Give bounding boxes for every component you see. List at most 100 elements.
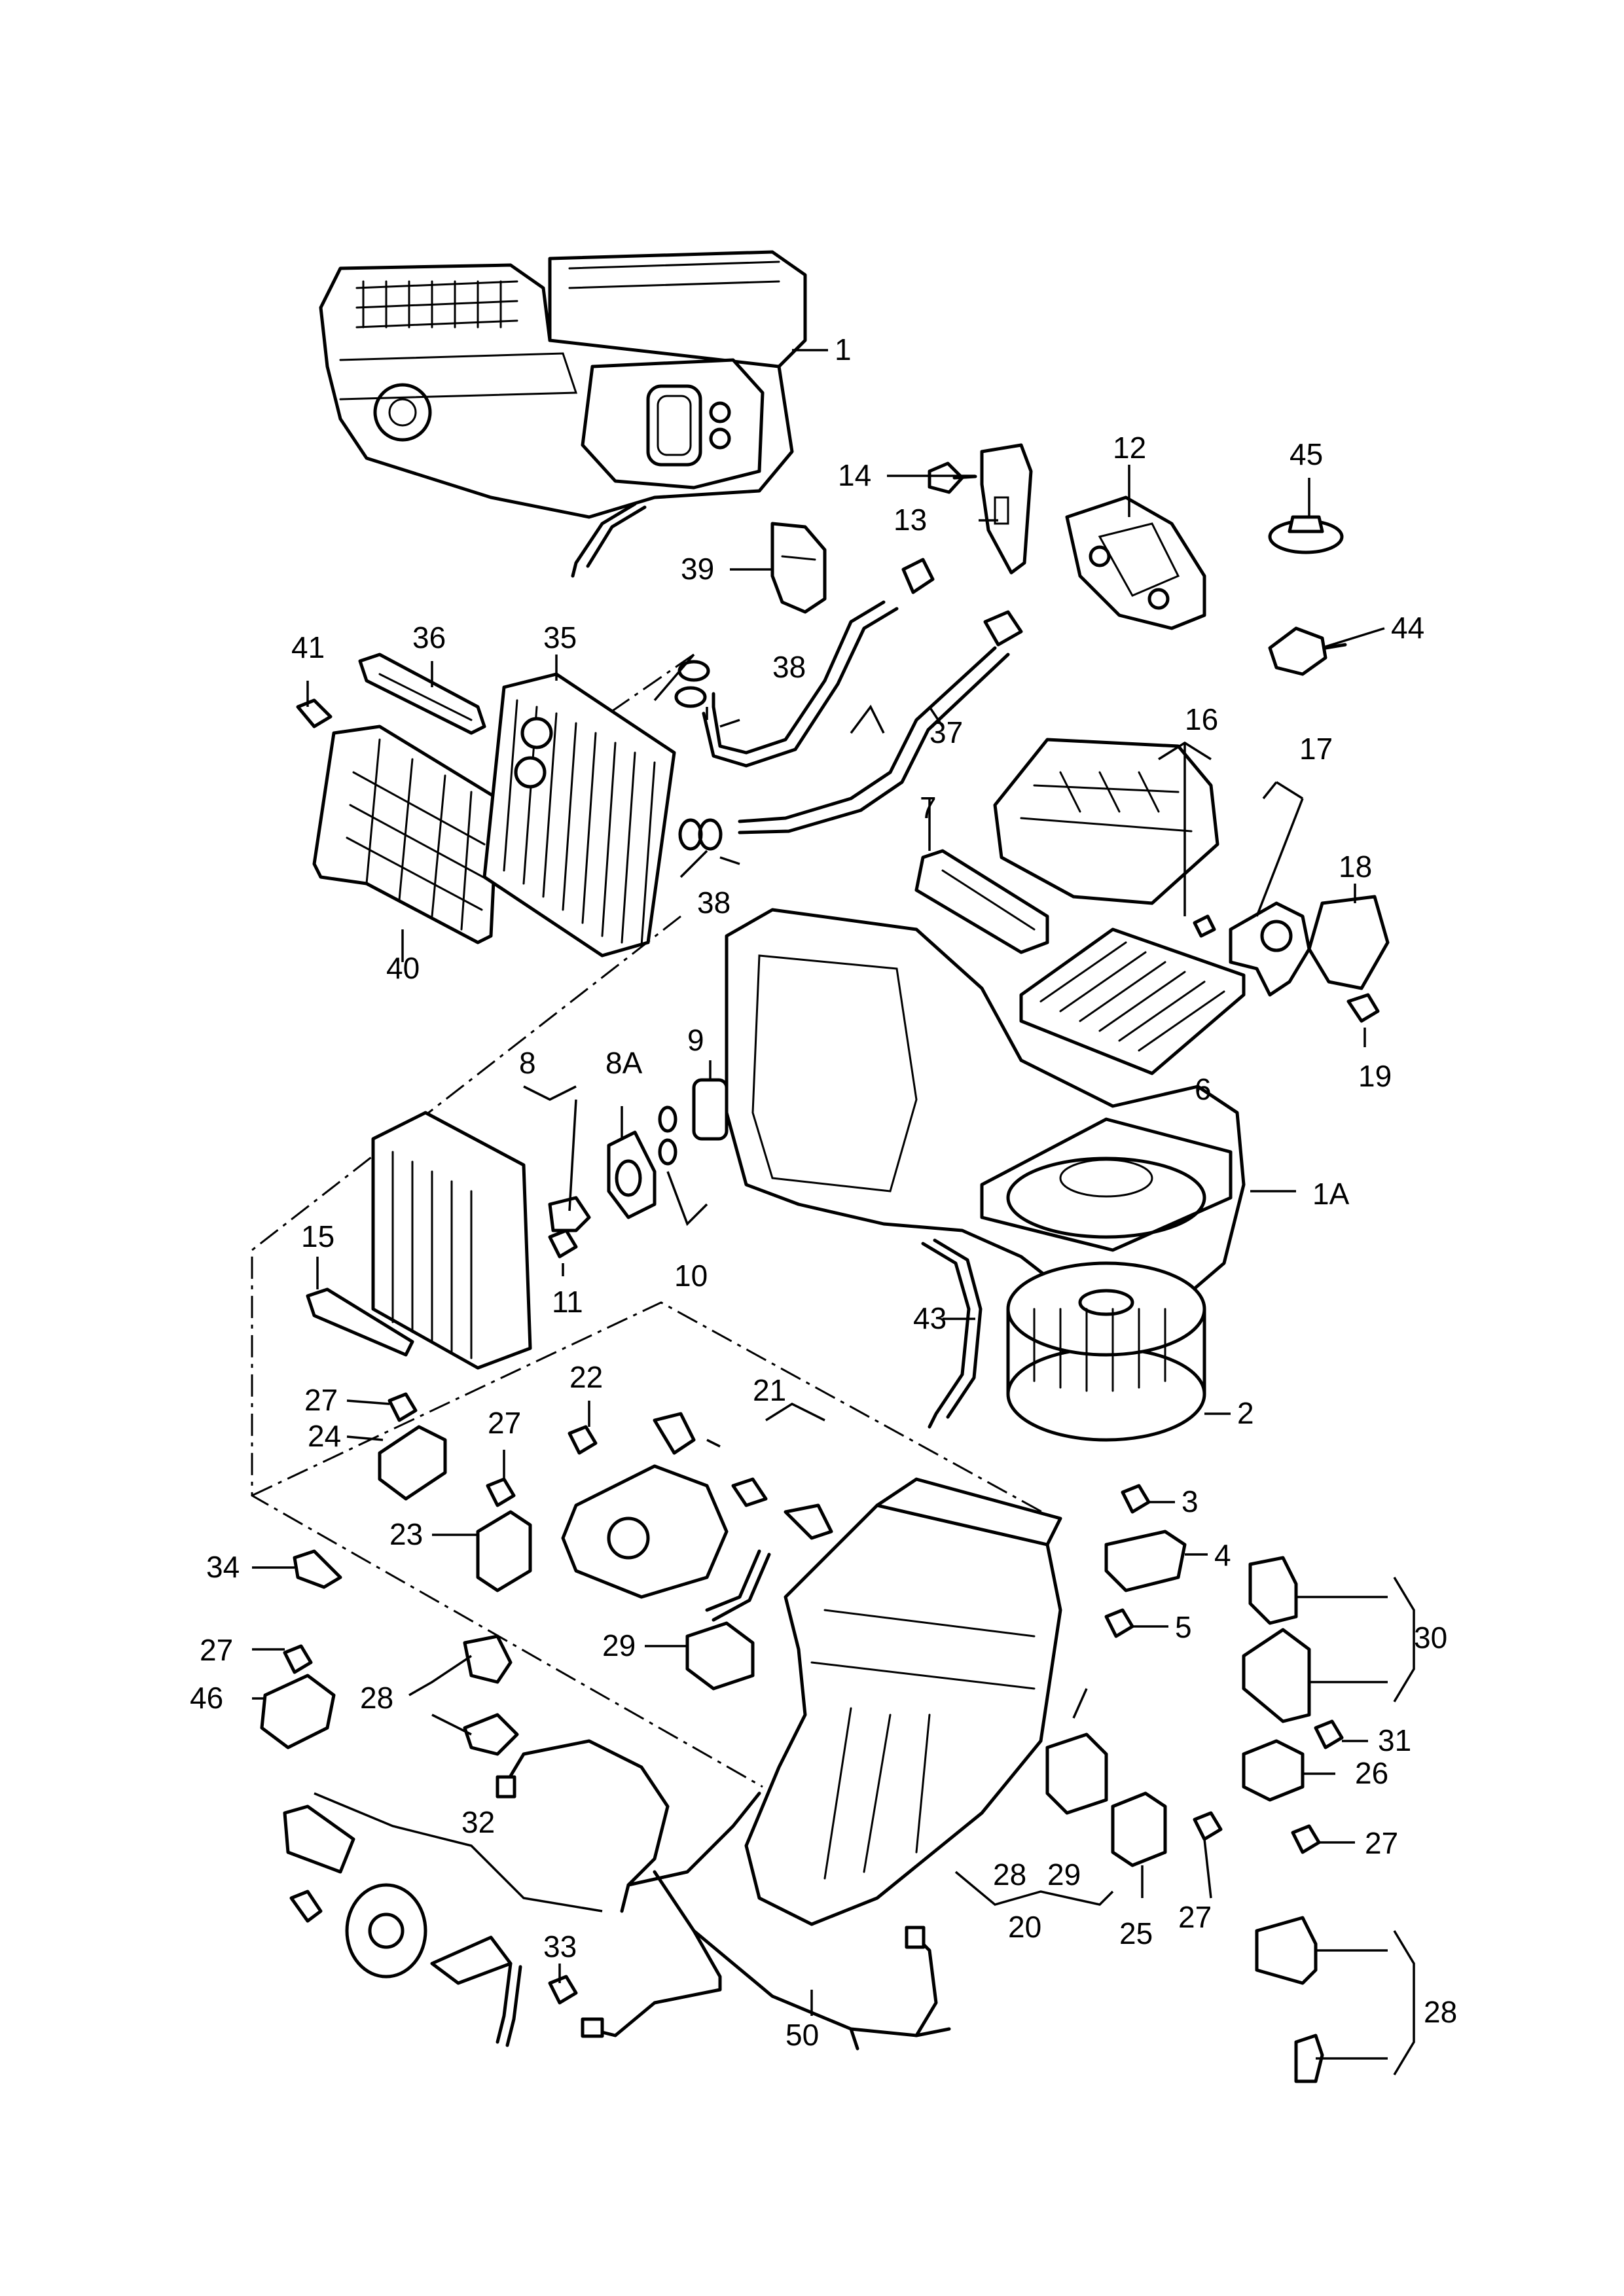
callout-25: 25 xyxy=(1119,1916,1153,1950)
callout-22: 22 xyxy=(569,1360,603,1394)
callout-11: 11 xyxy=(552,1285,583,1319)
part-26-actuator xyxy=(1242,1739,1305,1802)
callout-40: 40 xyxy=(386,951,420,985)
callout-29-a: 29 xyxy=(602,1628,636,1662)
part-27-screws xyxy=(283,1392,1321,1854)
part-5-screw xyxy=(1104,1608,1134,1638)
callout-7: 7 xyxy=(920,791,937,825)
part-32-flap-parts xyxy=(283,1804,522,2047)
part-50-wiring-harness xyxy=(496,1739,951,2051)
part-24-actuator xyxy=(378,1425,447,1501)
callout-5: 5 xyxy=(1175,1610,1192,1644)
part-44-clip xyxy=(1268,626,1347,676)
callout-44: 44 xyxy=(1391,611,1424,645)
part-19-screw xyxy=(1346,993,1380,1023)
part-45-nut xyxy=(1268,515,1344,554)
callout-labels: 1 1A 2 3 4 5 6 7 8 8A 9 10 11 12 13 14 1… xyxy=(190,332,1457,2052)
callout-27-b: 27 xyxy=(488,1406,521,1440)
part-22-screw xyxy=(568,1425,598,1455)
callout-46: 46 xyxy=(190,1681,223,1715)
part-14-screw xyxy=(928,461,977,494)
callout-38-b: 38 xyxy=(697,886,731,920)
part-33-screw xyxy=(548,1975,578,2005)
callout-33: 33 xyxy=(543,1929,577,1964)
callout-29-b: 29 xyxy=(1047,1857,1081,1892)
part-3-screw xyxy=(1121,1484,1151,1514)
callout-9: 9 xyxy=(687,1023,704,1057)
part-21-actuator-assembly xyxy=(561,1412,833,1622)
callout-28-left: 28 xyxy=(360,1681,393,1715)
callout-50: 50 xyxy=(785,2018,819,2052)
part-2-blower-motor xyxy=(1006,1261,1206,1442)
callout-8: 8 xyxy=(519,1046,536,1080)
part-6-dust-filter xyxy=(1019,927,1246,1075)
callout-16: 16 xyxy=(1185,702,1218,736)
part-43-drain-hose xyxy=(921,1238,983,1429)
part-35-evaporator xyxy=(482,672,676,958)
part-34-clip xyxy=(293,1549,342,1589)
part-40-frame xyxy=(312,725,499,944)
callout-27-a: 27 xyxy=(304,1383,338,1417)
part-17-actuator-bracket xyxy=(1193,901,1311,997)
callout-32: 32 xyxy=(461,1805,495,1839)
part-29-actuator xyxy=(685,1621,1108,1815)
part-46-actuator xyxy=(260,1674,336,1749)
part-39-sensor xyxy=(770,522,827,614)
part-8A-seal xyxy=(607,1130,657,1219)
part-28-gears-right xyxy=(1255,1916,1324,2083)
callout-27-d: 27 xyxy=(1365,1826,1398,1860)
part-41-screw xyxy=(296,698,333,728)
callout-27-e: 27 xyxy=(1178,1900,1212,1934)
part-11-screw xyxy=(548,1229,578,1259)
callout-21: 21 xyxy=(753,1373,786,1407)
part-10-o-rings xyxy=(658,1105,677,1166)
callout-18: 18 xyxy=(1339,850,1372,884)
part-20-heater-case xyxy=(744,1477,1062,1926)
callout-20: 20 xyxy=(1008,1910,1041,1944)
callout-43: 43 xyxy=(913,1301,947,1335)
part-25-actuator xyxy=(1111,1791,1167,1867)
callout-28-right: 28 xyxy=(1424,1995,1457,2029)
callout-36: 36 xyxy=(412,620,446,655)
callout-4: 4 xyxy=(1214,1538,1231,1572)
callout-26: 26 xyxy=(1355,1756,1388,1790)
callout-41: 41 xyxy=(291,630,325,664)
callout-6: 6 xyxy=(1195,1072,1212,1106)
part-38-pipes xyxy=(674,558,1023,851)
part-23-actuator xyxy=(476,1510,532,1592)
callout-19: 19 xyxy=(1358,1059,1392,1093)
callout-23: 23 xyxy=(389,1517,423,1551)
part-8-heat-exchanger xyxy=(371,1111,591,1370)
part-12-gasket-plate xyxy=(1065,495,1206,630)
callout-10: 10 xyxy=(674,1259,708,1293)
callout-1: 1 xyxy=(835,332,852,367)
callout-12: 12 xyxy=(1113,431,1146,465)
callout-1A: 1A xyxy=(1312,1177,1350,1211)
part-31-screw xyxy=(1314,1719,1344,1749)
part-13-cover xyxy=(980,443,1033,575)
callout-15: 15 xyxy=(301,1219,334,1253)
callout-2: 2 xyxy=(1237,1396,1254,1430)
callout-13: 13 xyxy=(893,503,927,537)
callout-17: 17 xyxy=(1299,732,1333,766)
callout-38-a: 38 xyxy=(772,650,806,684)
part-4-resistor xyxy=(1104,1530,1187,1592)
callout-24: 24 xyxy=(308,1419,341,1453)
callout-31: 31 xyxy=(1378,1723,1411,1757)
part-18-actuator xyxy=(1307,895,1390,990)
callout-8A: 8A xyxy=(605,1046,643,1080)
part-28-gears-left xyxy=(463,1634,519,1756)
part-15-sensor xyxy=(306,1287,414,1357)
part-7-filter-grille xyxy=(914,849,1049,954)
callout-45: 45 xyxy=(1290,437,1323,471)
callout-14: 14 xyxy=(838,458,871,492)
part-16-housing-cover xyxy=(993,738,1219,905)
callout-28-mid: 28 xyxy=(993,1857,1026,1892)
callout-34: 34 xyxy=(206,1550,240,1584)
part-36-bracket xyxy=(358,653,486,735)
callout-35: 35 xyxy=(543,620,577,655)
callout-27-c: 27 xyxy=(200,1633,233,1667)
part-1-heater-unit xyxy=(319,250,807,578)
callout-3: 3 xyxy=(1182,1484,1199,1518)
